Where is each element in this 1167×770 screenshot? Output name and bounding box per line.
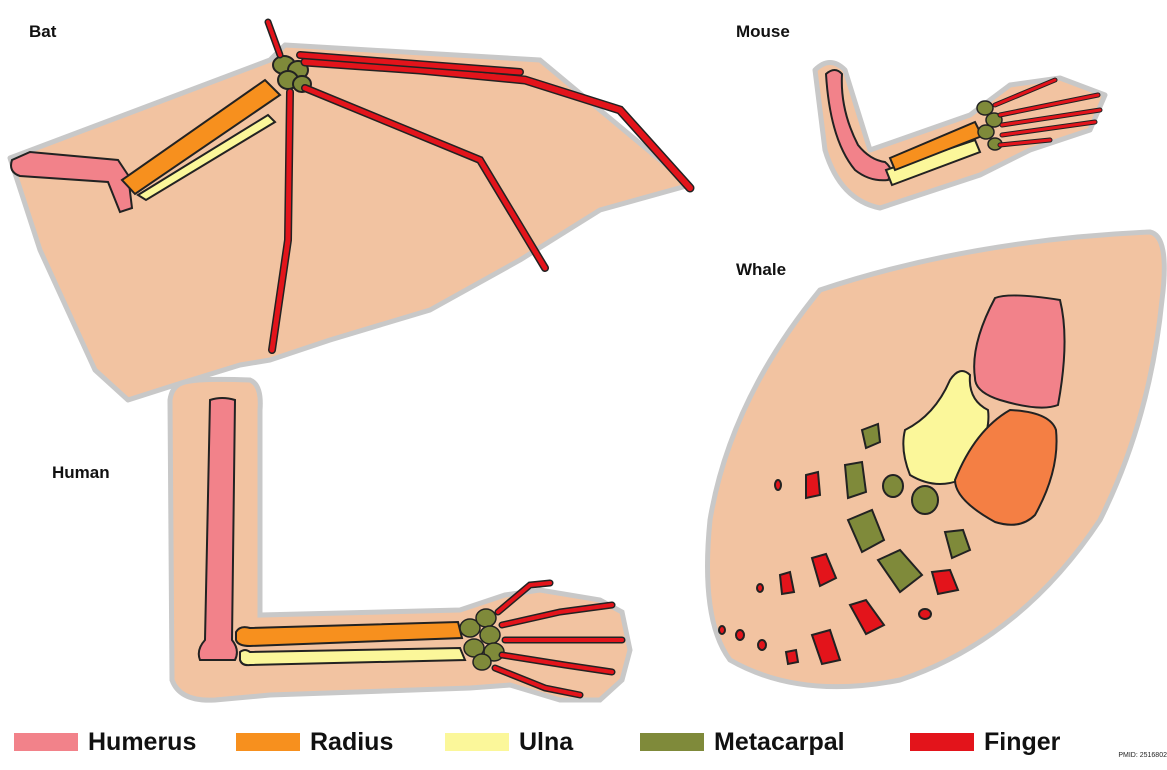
whale-label: Whale	[736, 260, 786, 280]
pmid-text: PMID: 2516802	[1118, 752, 1167, 759]
human-label: Human	[52, 463, 110, 483]
radius-swatch	[236, 733, 300, 751]
legend-item-ulna: Ulna	[445, 722, 573, 762]
legend-label-metacarpal: Metacarpal	[714, 728, 845, 757]
legend-item-humerus: Humerus	[14, 722, 196, 762]
metacarpal-swatch	[640, 733, 704, 751]
bat-label: Bat	[29, 22, 56, 42]
legend-label-finger: Finger	[984, 728, 1060, 757]
whale-humerus	[974, 295, 1064, 407]
whale-flipper	[708, 232, 1165, 687]
legend-label-humerus: Humerus	[88, 728, 196, 757]
finger-swatch	[910, 733, 974, 751]
ulna-swatch	[445, 733, 509, 751]
mouse-limb	[815, 63, 1105, 209]
legend-label-ulna: Ulna	[519, 728, 573, 757]
mouse-label: Mouse	[736, 22, 790, 42]
legend-item-finger: Finger	[910, 722, 1060, 762]
legend-label-radius: Radius	[310, 728, 393, 757]
bat-wing	[10, 22, 690, 400]
legend: Humerus Radius Ulna Metacarpal Finger	[0, 722, 1167, 770]
humerus-swatch	[14, 733, 78, 751]
legend-item-metacarpal: Metacarpal	[640, 722, 845, 762]
human-arm	[170, 379, 630, 700]
legend-item-radius: Radius	[236, 722, 393, 762]
